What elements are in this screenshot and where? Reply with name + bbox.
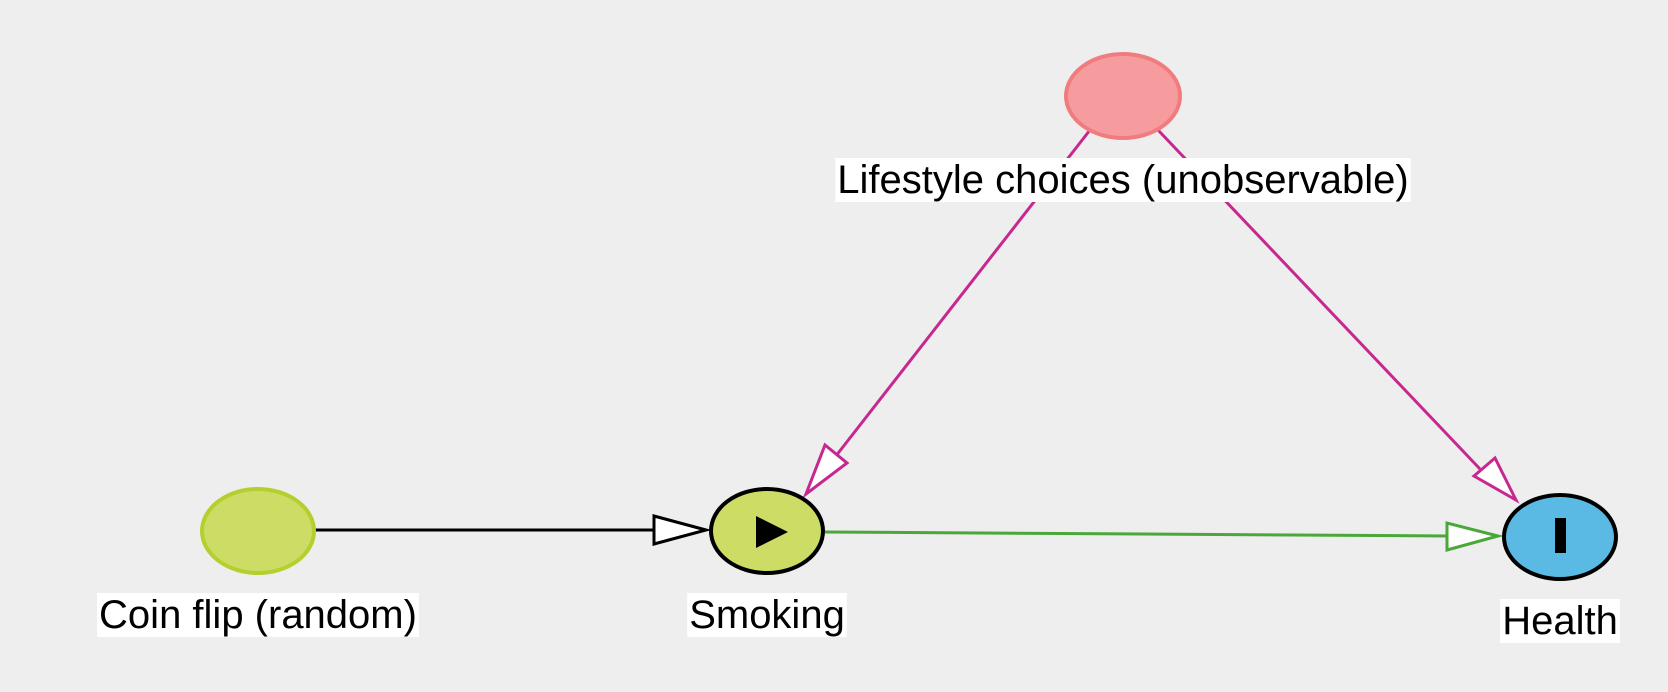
label-background — [687, 593, 847, 637]
arrowhead-smoking-to-health — [1445, 521, 1504, 552]
play-icon — [756, 516, 788, 548]
arrowhead-lifestyle-to-health — [1471, 455, 1520, 504]
node-label-health: Health — [1502, 599, 1618, 643]
label-background — [1500, 599, 1620, 643]
node-label-smoking: Smoking — [689, 593, 845, 637]
node-label-coin-flip: Coin flip (random) — [99, 593, 417, 637]
arrowhead-lifestyle-to-smoking — [802, 442, 850, 499]
node-label-lifestyle-choices: Lifestyle choices (unobservable) — [837, 158, 1408, 202]
edge-smoking-to-health — [824, 530, 1449, 538]
label-background — [97, 593, 419, 637]
label-background — [835, 158, 1411, 202]
node-coin-flip[interactable] — [200, 487, 316, 575]
node-lifestyle-choices[interactable] — [1064, 52, 1182, 140]
bar-icon — [1555, 518, 1566, 553]
arrowhead-coin-to-smoking — [652, 514, 712, 546]
